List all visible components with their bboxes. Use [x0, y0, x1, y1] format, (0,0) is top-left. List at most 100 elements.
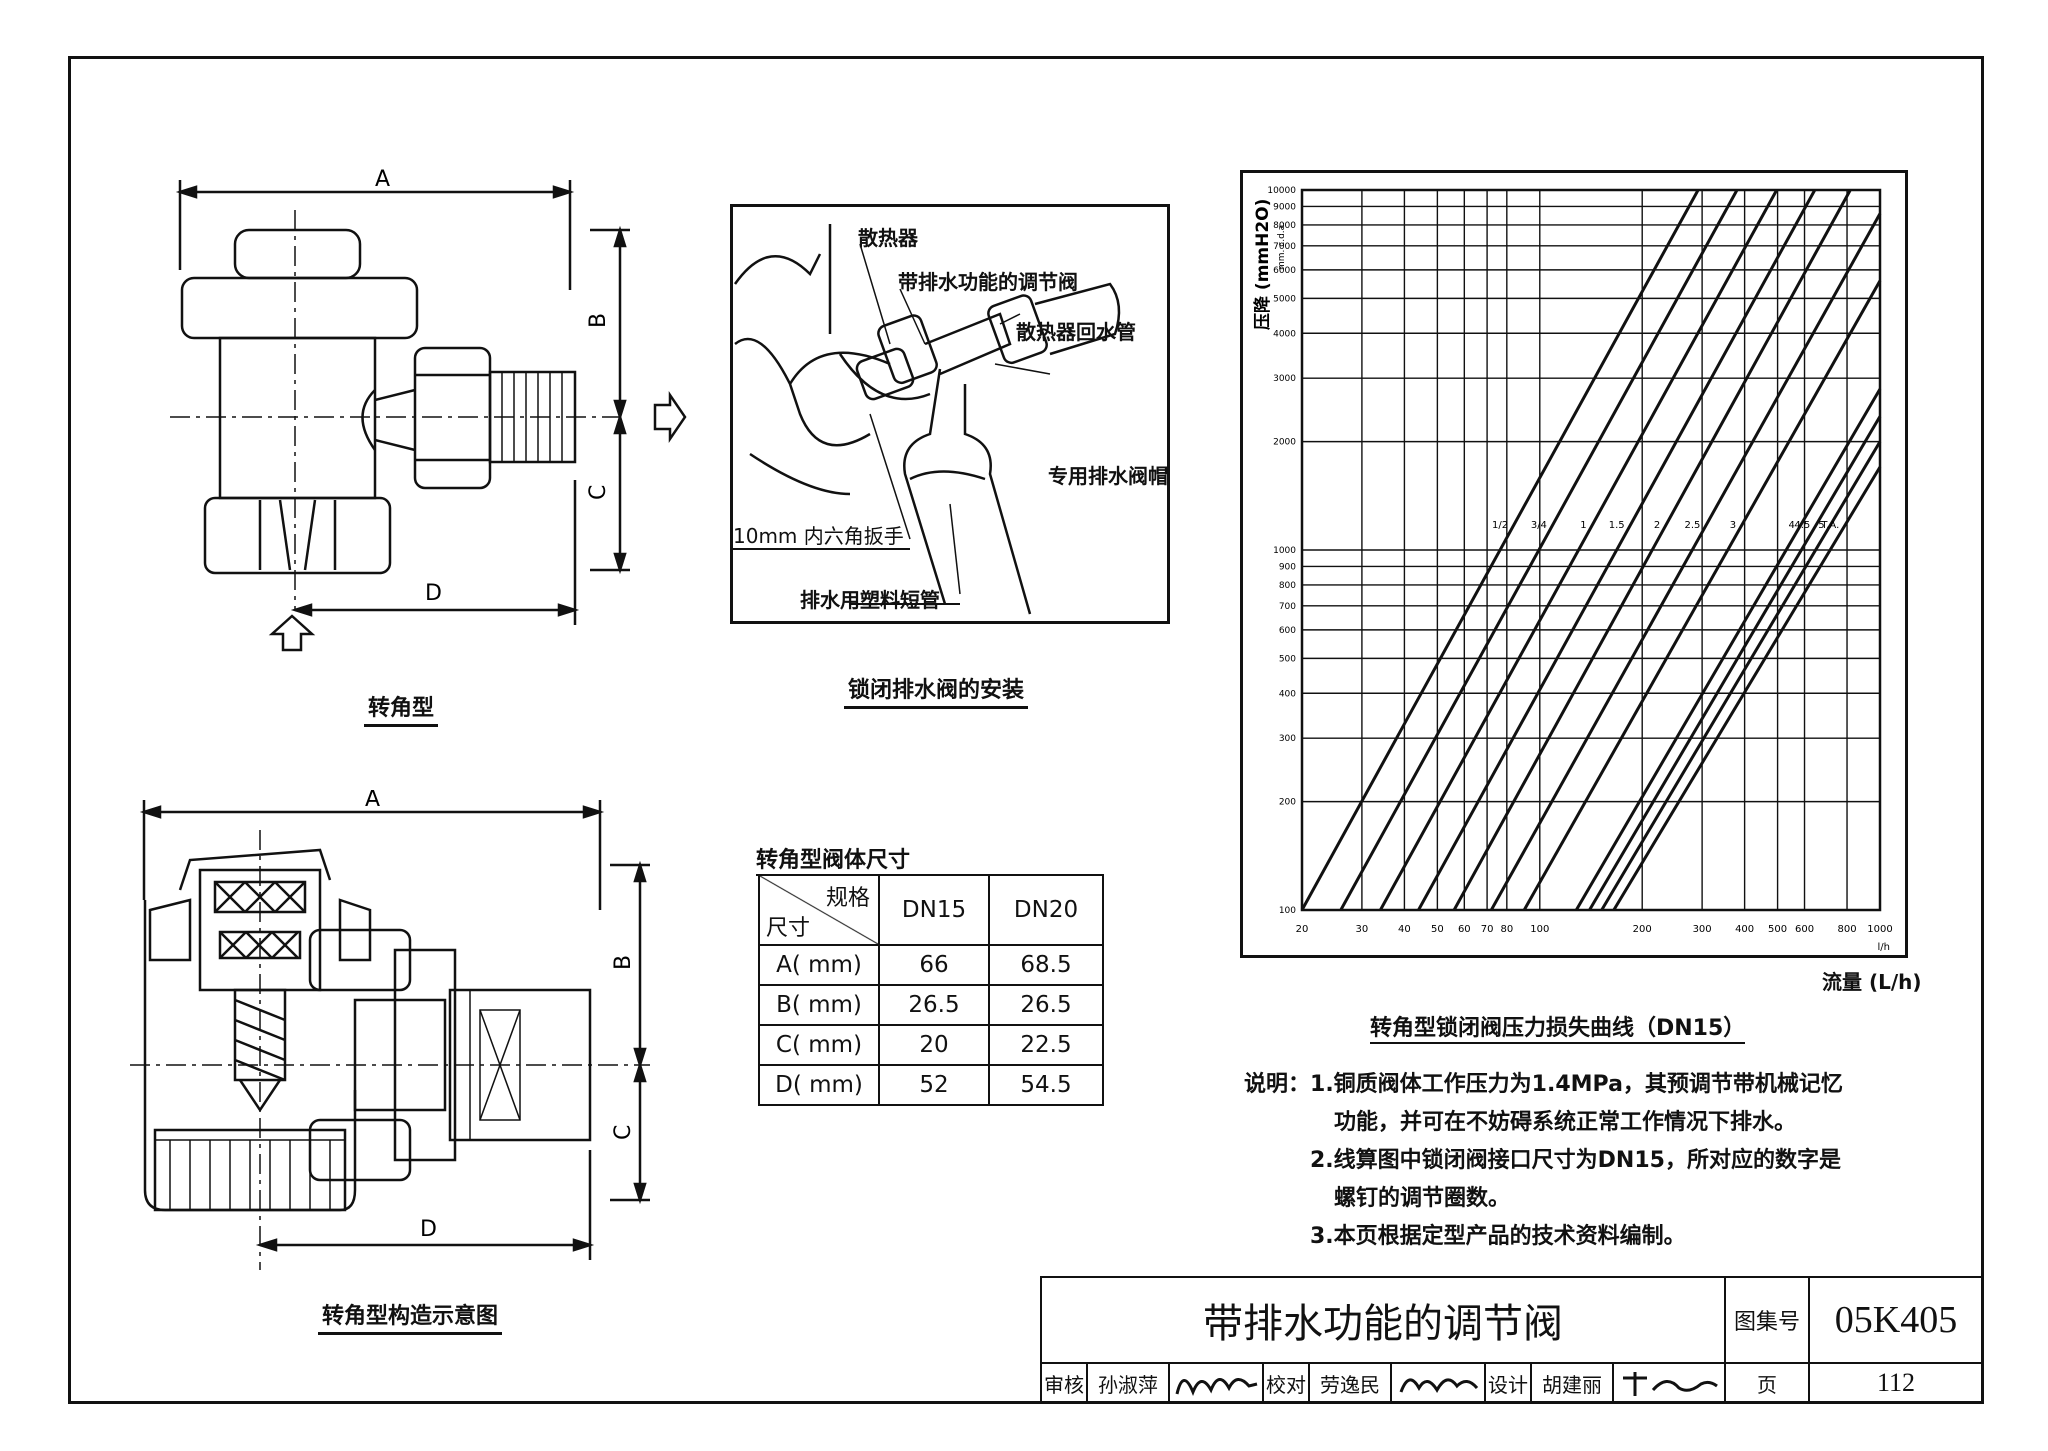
- series-line: [1489, 212, 1882, 911]
- drawing-title: 带排水功能的调节阀: [1040, 1276, 1726, 1364]
- chart-x-unit: l/h: [1878, 942, 1891, 953]
- checker-name: 劳逸民: [1308, 1362, 1392, 1404]
- notes-prefix: 说明：: [1244, 1072, 1311, 1097]
- x-tick-label: 30: [1356, 924, 1369, 935]
- checker-signature: [1390, 1362, 1486, 1404]
- table-row: A( mm) 66 68.5: [758, 944, 1104, 986]
- installation-caption: 锁闭排水阀的安装: [844, 672, 1029, 709]
- series-label: 2: [1654, 520, 1660, 531]
- row-label: B( mm): [758, 984, 880, 1026]
- installation-photo: [730, 204, 1170, 624]
- series-label: 2.5: [1685, 520, 1701, 531]
- table-row: D( mm) 52 54.5: [758, 1064, 1104, 1106]
- x-tick-label: 20: [1296, 924, 1309, 935]
- label-drain-pipe: 排水用塑料短管: [800, 588, 940, 612]
- label-drain-cap: 专用排水阀帽: [1048, 464, 1168, 488]
- series-label: 3: [1730, 520, 1736, 531]
- review-label: 审核: [1040, 1362, 1088, 1404]
- section-dim-d-label: D: [420, 1217, 437, 1242]
- x-tick-label: 70: [1481, 924, 1494, 935]
- y-tick-label: 7000: [1273, 242, 1296, 252]
- construction-section-drawing: A B C D: [130, 790, 650, 1270]
- series-line: [1600, 440, 1882, 911]
- table-cell: 68.5: [988, 944, 1104, 986]
- x-tick-label: 600: [1795, 924, 1814, 935]
- series-label: 1: [1580, 520, 1586, 531]
- y-tick-label: 10000: [1267, 186, 1296, 196]
- chart-ylabel-small: mm. c.d.a.: [1277, 222, 1287, 270]
- chart-border: [1240, 170, 1908, 958]
- table-col-header: DN15: [878, 874, 990, 946]
- atlas-number: 05K405: [1808, 1276, 1984, 1364]
- y-tick-label: 5000: [1273, 294, 1296, 304]
- note-line: 功能，并可在不妨碍系统正常工作情况下排水。: [1334, 1110, 1797, 1135]
- x-tick-label: 200: [1633, 924, 1652, 935]
- signature-icon: [1399, 1378, 1479, 1393]
- note-text: 1.铜质阀体工作压力为1.4MPa，其预调节带机械记忆: [1310, 1072, 1843, 1097]
- table-row: B( mm) 26.5 26.5: [758, 984, 1104, 1026]
- table-cell: 54.5: [988, 1064, 1104, 1106]
- dim-c-label: C: [586, 485, 611, 500]
- row-label: C( mm): [758, 1024, 880, 1066]
- signature-icon: [1623, 1372, 1718, 1396]
- page-label: 页: [1724, 1362, 1810, 1404]
- x-tick-label: 100: [1530, 924, 1549, 935]
- x-tick-label: 300: [1693, 924, 1712, 935]
- y-tick-label: 900: [1279, 562, 1296, 572]
- x-tick-label: 500: [1768, 924, 1787, 935]
- series-label: 3/4: [1531, 520, 1547, 531]
- pressure-loss-chart: 20 30 40 50 60 70 80 100 200 300 400 500 600 800 1000 1…: [1240, 170, 1908, 958]
- notes-block: 说明：1.铜质阀体工作压力为1.4MPa，其预调节带机械记忆 功能，并可在不妨碍…: [1244, 1066, 1843, 1256]
- table-cell: 26.5: [988, 984, 1104, 1026]
- section-dim-a-label: A: [365, 790, 380, 812]
- note-line: 螺钉的调节圈数。: [1334, 1186, 1511, 1211]
- note-line: 2.线算图中锁闭阀接口尺寸为DN15，所对应的数字是: [1310, 1148, 1841, 1173]
- label-valve: 带排水功能的调节阀: [898, 270, 1078, 294]
- table-cell: 20: [878, 1024, 990, 1066]
- signature-icon: [1175, 1378, 1258, 1396]
- section-dim-b-label: B: [611, 955, 636, 970]
- reviewer-name: 孙淑萍: [1086, 1362, 1170, 1404]
- x-tick-label: 40: [1398, 924, 1411, 935]
- series-label: T.A.: [1820, 520, 1839, 531]
- series-line: [1452, 189, 1852, 911]
- series-label: 1/2: [1492, 520, 1508, 531]
- corner-bottom-label: 尺寸: [766, 916, 811, 941]
- y-tick-label: 400: [1279, 689, 1296, 699]
- reviewer-signature: [1168, 1362, 1264, 1404]
- dim-table-title: 转角型阀体尺寸: [756, 842, 911, 876]
- check-label: 校对: [1262, 1362, 1310, 1404]
- table-cell: 26.5: [878, 984, 990, 1026]
- dim-a-label: A: [375, 167, 390, 192]
- series-line: [1379, 189, 1779, 911]
- corner-top-label: 规格: [825, 886, 870, 911]
- designer-signature: [1612, 1362, 1726, 1404]
- y-tick-label: 200: [1279, 798, 1296, 808]
- table-cell: 66: [878, 944, 990, 986]
- y-tick-label: 3000: [1273, 374, 1296, 384]
- x-tick-label: 80: [1500, 924, 1513, 935]
- series-label: 5: [1818, 520, 1824, 531]
- series-label: 4.5: [1794, 520, 1810, 531]
- table-cell: 22.5: [988, 1024, 1104, 1066]
- x-tick-label: 800: [1837, 924, 1856, 935]
- chart-xlabel: 流量 (L/h): [1822, 970, 1922, 994]
- row-label: A( mm): [758, 944, 880, 986]
- corner-valve-drawing: A B C D: [170, 167, 687, 652]
- row-label: D( mm): [758, 1064, 880, 1106]
- y-tick-label: 9000: [1273, 202, 1296, 212]
- x-tick-label: 60: [1458, 924, 1471, 935]
- y-tick-label: 700: [1279, 602, 1296, 612]
- series-label: 1.5: [1609, 520, 1625, 531]
- chart-title: 转角型锁闭阀压力损失曲线（DN15）: [1370, 1010, 1746, 1044]
- drawing-frame: [68, 56, 1984, 1404]
- table-row: C( mm) 20 22.5: [758, 1024, 1104, 1066]
- x-tick-label: 50: [1431, 924, 1444, 935]
- corner-type-caption: 转角型: [364, 690, 439, 727]
- series-line: [1522, 279, 1882, 911]
- x-tick-label: 1000: [1867, 924, 1892, 935]
- label-radiator: 散热器: [858, 226, 918, 250]
- y-tick-label: 1000: [1273, 546, 1296, 556]
- series-line: [1575, 388, 1882, 911]
- y-tick-label: 4000: [1273, 329, 1296, 339]
